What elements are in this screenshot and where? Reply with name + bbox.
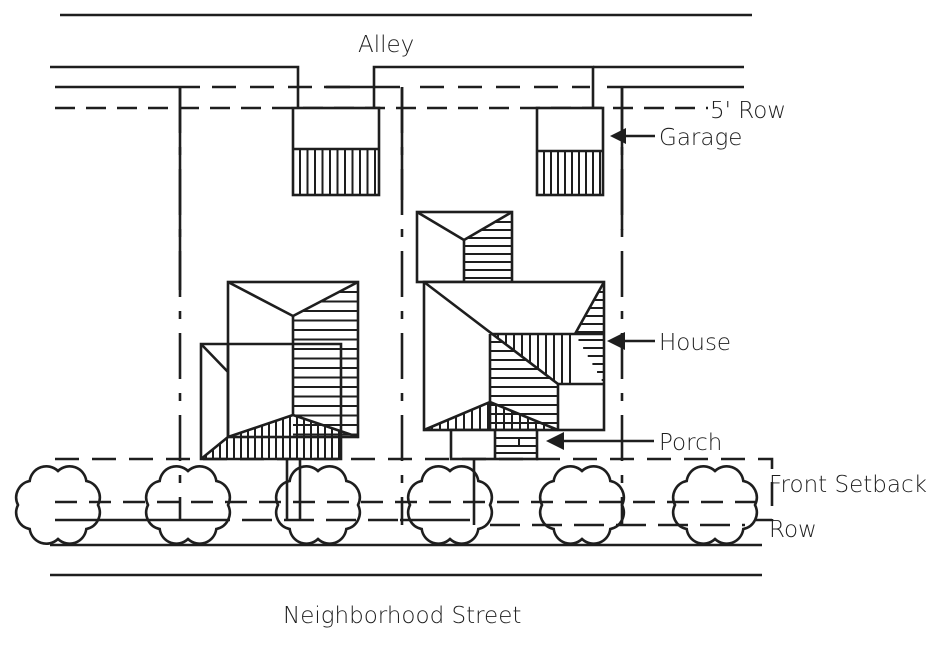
arrow-head-icon bbox=[546, 432, 564, 450]
lot-lines bbox=[178, 87, 624, 525]
garage-left-hatch bbox=[299, 149, 376, 195]
front-setback-label: Front Setback bbox=[769, 472, 927, 498]
street-label: Neighborhood Street bbox=[283, 603, 521, 629]
alley-near-edge-left bbox=[50, 65, 300, 108]
garage-right bbox=[535, 106, 605, 197]
hip bbox=[227, 413, 359, 439]
row-bottom-label: Row bbox=[769, 517, 817, 543]
house-left bbox=[199, 280, 360, 520]
garage-left-outline bbox=[291, 106, 381, 197]
house-label: House bbox=[659, 330, 731, 356]
tree-icon bbox=[144, 465, 232, 545]
house-arrow bbox=[607, 332, 655, 350]
garage-left bbox=[291, 106, 381, 197]
porch-label: Porch bbox=[659, 430, 722, 456]
row-top-label: 5' Row bbox=[710, 98, 786, 124]
ridge bbox=[227, 280, 294, 318]
house-right-hatch-bottom bbox=[431, 402, 553, 430]
hip bbox=[416, 210, 465, 242]
house-right-hatch-rear bbox=[464, 221, 512, 279]
porch-arrow bbox=[546, 432, 654, 450]
hip bbox=[200, 343, 229, 373]
tree-icon bbox=[14, 465, 102, 545]
hip bbox=[423, 400, 559, 432]
garage-arrow bbox=[610, 128, 655, 144]
house-left-hatch-bottom bbox=[205, 416, 340, 459]
arrow-head-icon bbox=[607, 332, 625, 350]
house-right-main-roof bbox=[422, 280, 606, 432]
trees bbox=[14, 465, 759, 545]
garage-label: Garage bbox=[659, 125, 742, 151]
arrow-head-icon bbox=[610, 128, 626, 144]
tree-icon bbox=[274, 465, 362, 545]
tree-icon bbox=[671, 465, 759, 545]
tree-icon bbox=[406, 465, 494, 545]
alley-label: Alley bbox=[358, 32, 414, 58]
house-right bbox=[415, 210, 606, 525]
house-right-hatch-main bbox=[490, 291, 604, 424]
garage-right-hatch bbox=[543, 151, 601, 195]
tree-icon bbox=[538, 465, 626, 545]
hip bbox=[463, 210, 513, 242]
front-setback-line bbox=[55, 457, 774, 522]
alley-near-edge-middle bbox=[372, 65, 595, 108]
